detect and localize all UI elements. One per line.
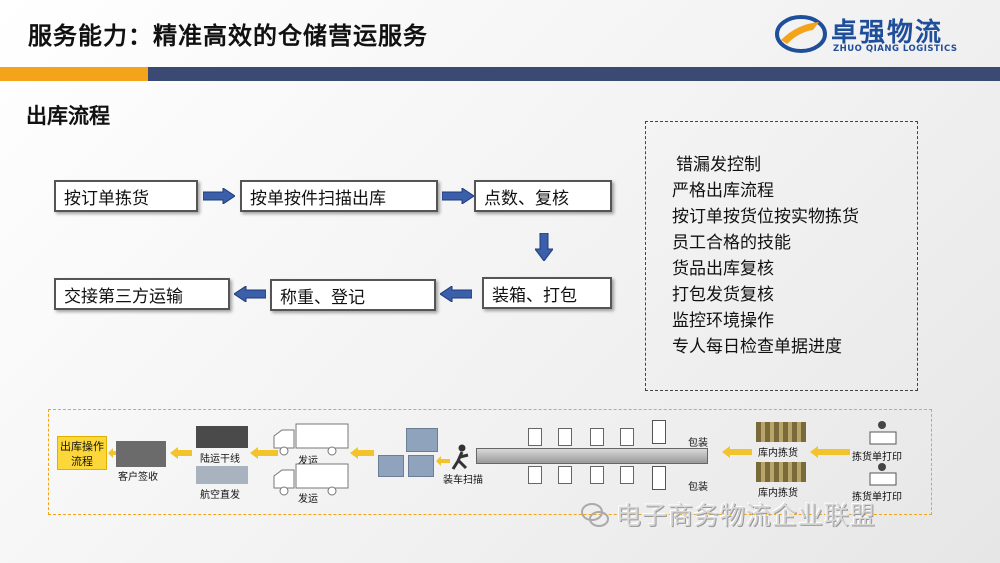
shelf-rack bbox=[756, 422, 806, 442]
parcel-box bbox=[590, 428, 604, 446]
flow-step-pack: 装箱、打包 bbox=[482, 277, 612, 309]
logo-text-cn: 卓强物流 bbox=[831, 18, 944, 48]
print-label-2: 拣货单打印 bbox=[852, 492, 902, 503]
printer-worker-icon bbox=[869, 463, 897, 486]
arrow-left-icon bbox=[436, 456, 450, 466]
parcel-box bbox=[590, 466, 604, 484]
printer-worker-icon bbox=[869, 421, 897, 445]
worker-icon bbox=[451, 444, 469, 470]
watermark-text: 电子商务物流企业联盟 bbox=[616, 501, 877, 530]
control-item: 监控环境操作 bbox=[672, 311, 774, 331]
parcel-box bbox=[620, 428, 634, 446]
customer-photo bbox=[116, 441, 166, 467]
ship-label-1: 发运 bbox=[298, 456, 318, 467]
arrow-left-icon bbox=[234, 286, 266, 302]
land-label: 陆运干线 bbox=[200, 454, 240, 465]
arrow-left-icon bbox=[440, 286, 472, 302]
arrow-right-icon bbox=[203, 188, 235, 204]
parcel-box bbox=[528, 428, 542, 446]
air-label: 航空直发 bbox=[200, 490, 240, 501]
control-item: 严格出库流程 bbox=[672, 181, 774, 201]
wechat-icon bbox=[581, 503, 609, 527]
page-title: 服务能力：精准高效的仓储营运服务 bbox=[28, 22, 428, 50]
parcel-box bbox=[558, 466, 572, 484]
conveyor-belt bbox=[476, 448, 708, 464]
flow-step-weigh: 称重、登记 bbox=[270, 279, 436, 311]
arrow-left-icon bbox=[350, 447, 374, 459]
control-list-panel: 错漏发控制 严格出库流程 按订单按货位按实物拣货 员工合格的技能 货品出库复核 … bbox=[645, 121, 918, 391]
control-item: 专人每日检查单据进度 bbox=[672, 337, 842, 357]
shelf-rack bbox=[756, 462, 806, 482]
arrow-left-icon bbox=[170, 447, 192, 459]
arrow-left-icon bbox=[250, 447, 278, 459]
arrow-left-icon bbox=[722, 446, 752, 458]
logo-swoosh-icon bbox=[775, 15, 827, 53]
customer-label: 客户签收 bbox=[118, 472, 158, 483]
cargo-pallet bbox=[378, 455, 404, 477]
cargo-pallet bbox=[406, 428, 438, 452]
arrow-down-icon bbox=[535, 233, 553, 261]
control-item: 按订单按货位按实物拣货 bbox=[672, 207, 859, 227]
ship-label-2: 发运 bbox=[298, 494, 318, 505]
packing-station bbox=[652, 420, 666, 444]
outbound-process-diagram bbox=[48, 409, 932, 515]
company-logo: 卓强物流 ZHUO QIANG LOGISTICS bbox=[775, 10, 985, 60]
arrow-left-icon bbox=[108, 448, 120, 458]
header-bar-navy bbox=[148, 67, 1000, 81]
parcel-box bbox=[620, 466, 634, 484]
flow-step-handover: 交接第三方运输 bbox=[54, 278, 230, 310]
pack-label-1: 包装 bbox=[688, 438, 708, 449]
pick-label-2: 库内拣货 bbox=[758, 488, 798, 499]
packing-station bbox=[652, 466, 666, 490]
pack-label-2: 包装 bbox=[688, 482, 708, 493]
airplane-photo bbox=[196, 466, 248, 484]
diagram-label: 出库操作流程 bbox=[57, 436, 107, 470]
parcel-box bbox=[528, 466, 542, 484]
truck-icon bbox=[273, 463, 349, 496]
truck-photo bbox=[196, 426, 248, 448]
arrow-right-icon bbox=[442, 188, 474, 204]
parcel-box bbox=[558, 428, 572, 446]
flow-step-pick: 按订单拣货 bbox=[54, 180, 198, 212]
header-bar-orange bbox=[0, 67, 148, 81]
loading-label: 装车扫描 bbox=[443, 475, 483, 486]
control-item: 员工合格的技能 bbox=[672, 233, 791, 253]
cargo-pallet bbox=[408, 455, 434, 477]
flow-step-count: 点数、复核 bbox=[474, 180, 612, 212]
truck-icon bbox=[273, 423, 349, 456]
pick-label-1: 库内拣货 bbox=[758, 448, 798, 459]
print-label-1: 拣货单打印 bbox=[852, 452, 902, 463]
control-item: 货品出库复核 bbox=[672, 259, 774, 279]
logo-text-en: ZHUO QIANG LOGISTICS bbox=[833, 44, 958, 54]
flow-step-scan: 按单按件扫描出库 bbox=[240, 180, 438, 212]
control-item: 打包发货复核 bbox=[672, 285, 774, 305]
arrow-left-icon bbox=[810, 446, 850, 458]
control-item: 错漏发控制 bbox=[676, 155, 761, 175]
section-title: 出库流程 bbox=[26, 104, 110, 128]
